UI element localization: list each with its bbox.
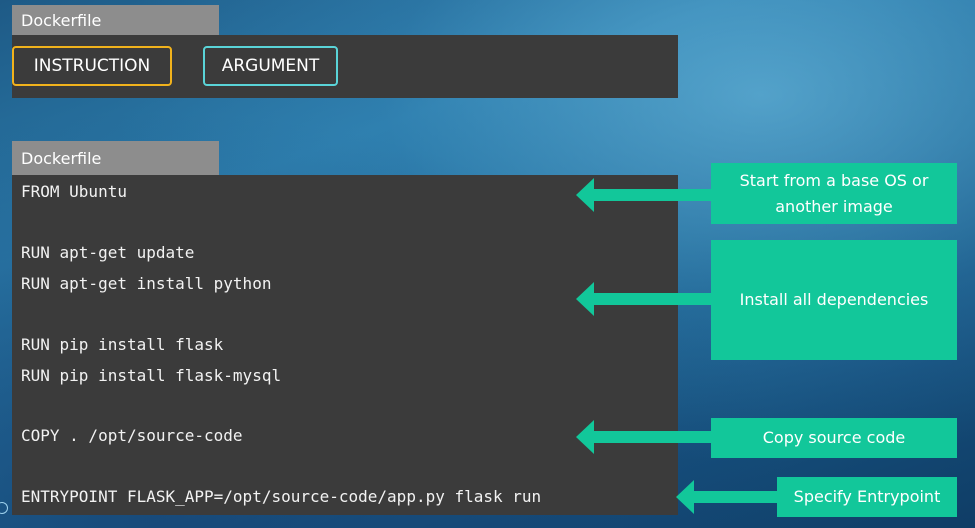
code-line-entrypoint: ENTRYPOINT FLASK_APP=/opt/source-code/ap… bbox=[21, 487, 542, 506]
note-base-os-line1: Start from a base OS or bbox=[739, 170, 929, 190]
circle-icon bbox=[0, 502, 8, 514]
dockerfile-code-panel bbox=[12, 175, 678, 515]
code-line-run-update: RUN apt-get update bbox=[21, 243, 195, 262]
top-dockerfile-tab: Dockerfile bbox=[12, 5, 219, 36]
note-base-os: Start from a base OS or another image bbox=[711, 163, 957, 224]
code-line-copy: COPY . /opt/source-code bbox=[21, 426, 243, 445]
top-dockerfile-tab-label: Dockerfile bbox=[21, 10, 102, 30]
legend-panel bbox=[12, 35, 678, 98]
note-entrypoint-label: Specify Entrypoint bbox=[793, 487, 941, 507]
note-entrypoint: Specify Entrypoint bbox=[777, 477, 957, 517]
note-dependencies: Install all dependencies bbox=[711, 240, 957, 360]
note-dependencies-label: Install all dependencies bbox=[739, 290, 929, 310]
code-line-from: FROM Ubuntu bbox=[21, 182, 127, 201]
code-line-run-install-python: RUN apt-get install python bbox=[21, 274, 272, 293]
arrow-left-icon bbox=[576, 178, 716, 212]
code-line-pip-flask-mysql: RUN pip install flask-mysql bbox=[21, 366, 282, 385]
note-copy-source-label: Copy source code bbox=[762, 428, 906, 448]
code-dockerfile-tab-label: Dockerfile bbox=[21, 148, 102, 168]
code-dockerfile-tab: Dockerfile bbox=[12, 141, 219, 176]
note-base-os-line2: another image bbox=[775, 196, 893, 216]
arrow-left-icon bbox=[576, 420, 716, 454]
instruction-legend-label: INSTRUCTION bbox=[33, 56, 151, 76]
instruction-legend-chip: INSTRUCTION bbox=[12, 46, 172, 86]
argument-legend-chip: ARGUMENT bbox=[203, 46, 338, 86]
arrow-left-icon bbox=[576, 282, 716, 316]
arrow-left-icon bbox=[676, 480, 780, 514]
note-copy-source: Copy source code bbox=[711, 418, 957, 458]
code-line-pip-flask: RUN pip install flask bbox=[21, 335, 224, 354]
argument-legend-label: ARGUMENT bbox=[221, 56, 320, 76]
